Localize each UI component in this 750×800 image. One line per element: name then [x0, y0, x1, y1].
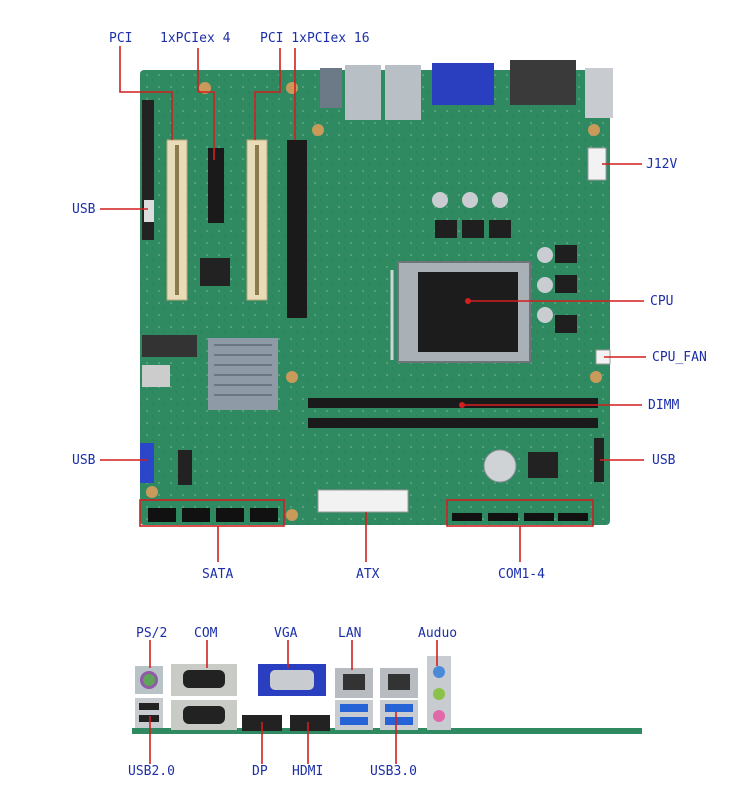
- sata-port-1: [148, 508, 176, 522]
- com-header-2: [488, 513, 518, 521]
- motherboard-diagram: [100, 46, 646, 562]
- dimm-slot-2: [308, 418, 598, 428]
- lan-port-1: [335, 668, 373, 698]
- label-cpu: CPU: [650, 294, 674, 309]
- label-io-dp: DP: [252, 764, 268, 779]
- ps2-port: [135, 666, 163, 694]
- label-io-audio: Auduo: [418, 626, 458, 641]
- cpu-socket-cover: [418, 272, 518, 352]
- com-connector: [510, 60, 576, 105]
- sata-port-2: [182, 508, 210, 522]
- sata-port-4: [250, 508, 278, 522]
- chip-superio: [200, 258, 230, 286]
- io-audio-stack: [320, 68, 342, 108]
- label-io-usb3: USB3.0: [370, 764, 417, 779]
- label-io-hdmi: HDMI: [292, 764, 324, 779]
- label-com1-4: COM1-4: [498, 567, 545, 582]
- dimm-slot-1: [308, 398, 598, 408]
- label-sata: SATA: [202, 567, 234, 582]
- label-ps2: PS/2: [136, 626, 168, 641]
- audio-jacks: [427, 656, 451, 730]
- label-usb-left-bottom: USB: [72, 453, 96, 468]
- hdmi-port: [290, 715, 330, 731]
- label-j12v: J12V: [646, 157, 678, 172]
- usb2-ports: [135, 698, 163, 728]
- usb-header-left-bottom: [140, 443, 154, 483]
- label-io-usb2: USB2.0: [128, 764, 175, 779]
- label-atx: ATX: [356, 567, 380, 582]
- label-io-vga: VGA: [274, 626, 298, 641]
- sd-slot: [142, 365, 170, 387]
- usb-header-right: [594, 438, 604, 482]
- label-usb-left-top: USB: [72, 202, 96, 217]
- m2-slot: [142, 335, 197, 357]
- label-pcie-x4: 1xPCIex 4: [160, 31, 231, 46]
- com-port-2: [171, 700, 237, 730]
- io-pcb-edge: [132, 728, 642, 734]
- usb-stack: [585, 68, 613, 118]
- chip-ec: [528, 452, 558, 478]
- m2-key-slot: [178, 450, 192, 485]
- vga-port: [258, 664, 326, 696]
- com-header-1: [452, 513, 482, 521]
- usb3-ports-2: [380, 700, 418, 730]
- usb-header-left-top: [144, 200, 154, 222]
- vga-connector: [432, 63, 494, 105]
- com-header-3: [524, 513, 554, 521]
- pcie-x4-slot: [208, 148, 224, 223]
- lan-jack-2: [385, 65, 421, 120]
- label-usb-right: USB: [652, 453, 676, 468]
- label-io-lan: LAN: [338, 626, 362, 641]
- com-port-1: [171, 664, 237, 696]
- lan-port-2: [380, 668, 418, 698]
- com-header-4: [558, 513, 588, 521]
- cmos-battery: [483, 449, 517, 483]
- label-pci-pcie-x16: PCI 1xPCIex 16: [260, 31, 370, 46]
- pcie-x16-slot: [287, 140, 307, 318]
- lan-jack-1: [345, 65, 381, 120]
- label-pci-left: PCI: [109, 31, 133, 46]
- sata-port-3: [216, 508, 244, 522]
- dp-port: [242, 715, 282, 731]
- label-io-com: COM: [194, 626, 218, 641]
- label-cpu-fan: CPU_FAN: [652, 350, 707, 365]
- usb3-ports-1: [335, 700, 373, 730]
- label-dimm: DIMM: [648, 398, 680, 413]
- atx-power-connector: [317, 489, 409, 513]
